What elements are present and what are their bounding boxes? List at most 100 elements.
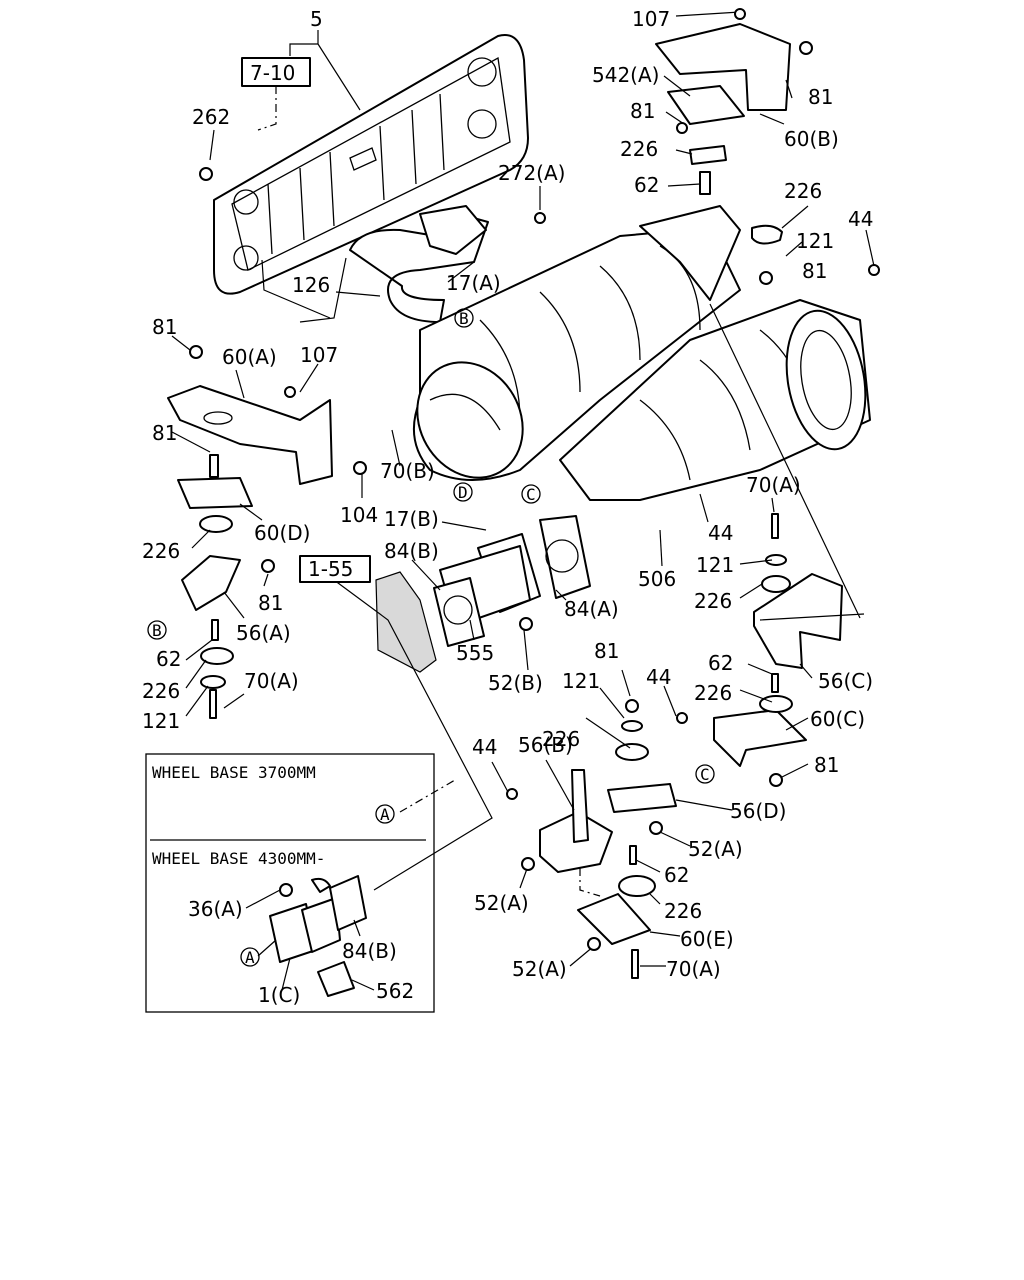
wheelbase-4300-label: WHEEL BASE 4300MM- <box>152 849 325 868</box>
callout-226-low-mid: 226 <box>694 681 732 705</box>
bracket-60c <box>713 673 807 767</box>
leader-lines <box>171 11 875 967</box>
callout-226-left: 226 <box>142 539 180 563</box>
callout-1c: 1(C) <box>258 983 300 1007</box>
callout-84b-inset: 84(B) <box>342 939 397 963</box>
callout-506: 506 <box>638 567 676 591</box>
ref-d: D <box>458 483 468 502</box>
ref-box-1-55 <box>299 555 371 583</box>
callout-17a-top: 17(A) <box>446 271 501 295</box>
callout-44-low: 44 <box>646 665 671 689</box>
callout-52b: 52(B) <box>488 671 543 695</box>
callout-226-bottom: 226 <box>664 899 702 923</box>
callout-81-low-mid: 81 <box>594 639 619 663</box>
callout-36a: 36(A) <box>188 897 243 921</box>
callout-labels: 5 7-10 262 126 17(A) 272(A) 107 542(A) 8… <box>142 7 873 981</box>
callout-81-top-right: 81 <box>808 85 833 109</box>
callout-121-left: 121 <box>142 709 180 733</box>
callout-62-left: 62 <box>156 647 181 671</box>
ref-circles <box>147 308 715 967</box>
callout-56c: 56(C) <box>818 669 873 693</box>
callout-56d: 56(D) <box>730 799 786 823</box>
callout-262: 262 <box>192 105 230 129</box>
callout-62-mid: 62 <box>708 651 733 675</box>
callout-60b: 60(B) <box>784 127 839 151</box>
callout-60c: 60(C) <box>810 707 865 731</box>
catalytic-converter-upper <box>413 227 741 481</box>
bracket-60d <box>177 454 253 509</box>
bent-exhaust-pipe <box>349 205 489 323</box>
callout-104: 104 <box>340 503 378 527</box>
callout-121-low: 121 <box>562 669 600 693</box>
callout-7-10: 7-10 <box>250 61 295 85</box>
callout-62-bottom: 62 <box>664 863 689 887</box>
callout-226-mid: 226 <box>694 589 732 613</box>
mount-bracket-right <box>639 205 783 301</box>
callout-44-bottom: 44 <box>472 735 497 759</box>
callout-44-right: 44 <box>848 207 873 231</box>
ref-a-inset-part: A <box>245 948 255 967</box>
ref-letters: B B C C D A A <box>152 309 710 967</box>
ref-b-top: B <box>459 309 469 328</box>
callout-226-right: 226 <box>784 179 822 203</box>
callout-60a: 60(A) <box>222 345 277 369</box>
callout-84b: 84(B) <box>384 539 439 563</box>
callout-555: 555 <box>456 641 494 665</box>
callout-70b: 70(B) <box>380 459 435 483</box>
wheelbase-3700-label: WHEEL BASE 3700MM <box>152 763 316 782</box>
bracket-56c <box>753 513 843 669</box>
callout-81-right: 81 <box>802 259 827 283</box>
callout-60d: 60(D) <box>254 521 310 545</box>
callout-107-left: 107 <box>300 343 338 367</box>
callout-107-top: 107 <box>632 7 670 31</box>
callout-84a: 84(A) <box>564 597 619 621</box>
callout-52a-right: 52(A) <box>688 837 743 861</box>
callout-60e: 60(E) <box>680 927 734 951</box>
callout-542a: 542(A) <box>592 63 659 87</box>
callout-81-top-left: 81 <box>630 99 655 123</box>
callout-44-mid: 44 <box>708 521 733 545</box>
callout-56b: 56(B) <box>518 733 573 757</box>
bracket-60a <box>167 385 333 485</box>
callout-562: 562 <box>376 979 414 1003</box>
ref-box-7-10 <box>241 57 311 87</box>
callout-1-55: 1-55 <box>308 557 353 581</box>
callout-226-left-low: 226 <box>142 679 180 703</box>
bracket-60e <box>577 845 656 979</box>
ref-c-mid: C <box>526 485 536 504</box>
callout-56a: 56(A) <box>236 621 291 645</box>
callout-70a-bottom: 70(A) <box>666 957 721 981</box>
callout-52a-bottom: 52(A) <box>512 957 567 981</box>
catalytic-converter-lower <box>559 299 871 501</box>
wheelbase-inset <box>145 753 435 1013</box>
bracket-60b <box>655 23 791 195</box>
callout-121-mid: 121 <box>696 553 734 577</box>
callout-81-left-top: 81 <box>152 315 177 339</box>
callout-70a-right: 70(A) <box>746 473 801 497</box>
callout-52a-left: 52(A) <box>474 891 529 915</box>
callout-62-top: 62 <box>634 173 659 197</box>
fasteners <box>189 8 880 951</box>
ref-c-right: C <box>700 765 710 784</box>
ref-a-inset: A <box>380 805 390 824</box>
bracket-56d <box>607 720 677 813</box>
ref-b-left: B <box>152 621 162 640</box>
callout-126: 126 <box>292 273 330 297</box>
callout-226-top: 226 <box>620 137 658 161</box>
callout-121-right: 121 <box>796 229 834 253</box>
callout-226-low: 226 <box>542 727 580 751</box>
heat-shield-panel <box>213 34 529 295</box>
bracket-56b <box>539 769 613 873</box>
callout-81-left-low: 81 <box>258 591 283 615</box>
callout-272a: 272(A) <box>498 161 565 185</box>
mount-stack-left <box>181 515 241 719</box>
flange-group <box>375 515 591 673</box>
inset-labels: WHEEL BASE 3700MM WHEEL BASE 4300MM- 36(… <box>152 763 414 1007</box>
callout-5: 5 <box>310 7 323 31</box>
callout-81-low-right: 81 <box>814 753 839 777</box>
callout-81-left-mid: 81 <box>152 421 177 445</box>
callout-70a-left: 70(A) <box>244 669 299 693</box>
callout-17b: 17(B) <box>384 507 439 531</box>
